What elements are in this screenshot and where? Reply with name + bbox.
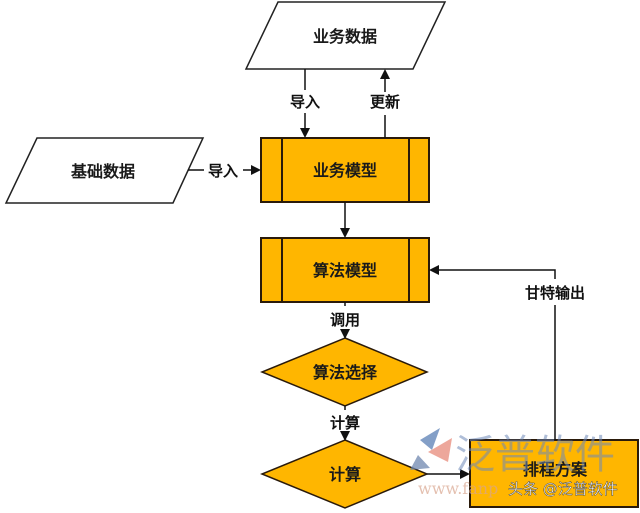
watermark-credit: 头条 @泛普软件 xyxy=(508,480,618,498)
algorithm-model-label: 算法模型 xyxy=(313,261,377,280)
edge-call: 调用 xyxy=(330,302,360,339)
edge-update: 更新 xyxy=(370,69,400,138)
node-schedule-plan: 排程方案 xyxy=(469,439,639,508)
edge-compute: 计算 xyxy=(330,406,360,441)
business-data-label: 业务数据 xyxy=(313,27,377,46)
call-label: 调用 xyxy=(330,311,360,329)
node-business-data: 业务数据 xyxy=(244,1,447,70)
logo-shape-blue2 xyxy=(410,455,430,470)
node-algorithm-select: 算法选择 xyxy=(260,337,429,407)
node-business-model: 业务模型 xyxy=(260,137,430,203)
node-basic-data: 基础数据 xyxy=(4,137,205,204)
node-algorithm-model: 算法模型 xyxy=(260,237,430,303)
business-model-label: 业务模型 xyxy=(313,161,377,180)
logo-shape-red xyxy=(428,438,452,462)
edge-import-top: 导入 xyxy=(290,69,320,138)
edge-gantt-output: 甘特输出 xyxy=(429,265,585,440)
basic-data-label: 基础数据 xyxy=(70,162,135,181)
watermark-logo xyxy=(410,428,452,470)
compute-edge-label: 计算 xyxy=(330,414,360,432)
compute-label: 计算 xyxy=(329,465,361,484)
schedule-plan-label: 排程方案 xyxy=(523,460,588,479)
watermark-url: www.fanp xyxy=(418,479,498,498)
watermark-brand: 泛普软件 xyxy=(455,432,615,478)
logo-shape-blue xyxy=(420,428,440,450)
import-top-label: 导入 xyxy=(290,93,320,111)
algorithm-select-label: 算法选择 xyxy=(313,363,378,382)
update-label: 更新 xyxy=(370,93,400,111)
gantt-output-label: 甘特输出 xyxy=(525,284,585,302)
import-left-label: 导入 xyxy=(208,162,238,180)
node-compute: 计算 xyxy=(260,439,429,509)
edge-import-left: 导入 xyxy=(188,162,261,180)
